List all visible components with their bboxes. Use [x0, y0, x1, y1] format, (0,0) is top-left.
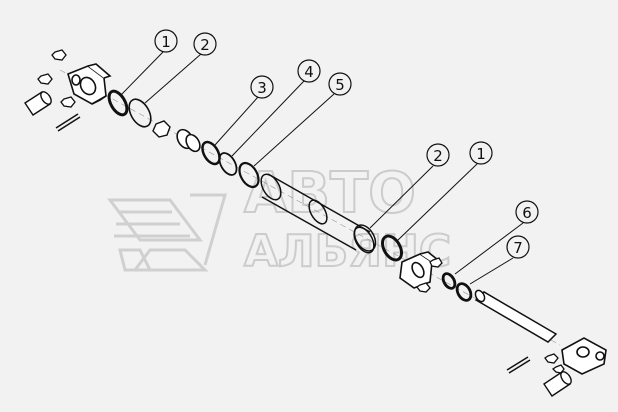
right-pin — [543, 371, 572, 397]
ring-5 — [238, 161, 260, 189]
bushing — [176, 128, 201, 153]
watermark-line1: АВТО — [244, 161, 416, 226]
left-pin — [24, 91, 52, 116]
ring-2-left — [128, 98, 152, 128]
ring-2-right — [353, 224, 377, 252]
ring-4 — [218, 152, 238, 176]
left-nuts — [37, 49, 76, 108]
svg-text:1: 1 — [161, 33, 171, 51]
svg-text:2: 2 — [200, 36, 210, 54]
right-nuts — [544, 353, 565, 374]
watermark-logo — [107, 193, 227, 272]
right-cotter-pin — [506, 356, 531, 374]
right-block-nuts — [416, 257, 443, 293]
callout-5: 5 — [328, 72, 352, 96]
svg-text:6: 6 — [522, 204, 532, 222]
callout-1-left: 1 — [154, 29, 178, 53]
callout-leaders — [119, 51, 524, 285]
o-ring-1-left — [107, 89, 129, 117]
piston-rod — [474, 289, 558, 343]
ring-3 — [201, 140, 221, 166]
callout-3: 3 — [250, 75, 274, 99]
center-nut — [152, 120, 171, 138]
svg-text:4: 4 — [304, 63, 314, 81]
svg-text:2: 2 — [433, 147, 443, 165]
svg-text:1: 1 — [476, 145, 486, 163]
o-ring-1-right — [381, 234, 403, 262]
right-clevis — [561, 337, 607, 375]
left-cotter-pin — [55, 113, 81, 132]
cylinder-tube — [260, 173, 375, 254]
callout-1-right: 1 — [469, 141, 493, 165]
ring-7 — [455, 282, 473, 302]
svg-text:7: 7 — [513, 239, 523, 257]
callout-6: 6 — [515, 200, 539, 224]
svg-text:5: 5 — [335, 76, 345, 94]
left-end-block — [67, 63, 112, 105]
callout-4: 4 — [297, 59, 321, 83]
callout-2-left: 2 — [193, 32, 217, 56]
ring-6 — [441, 272, 457, 290]
callout-2-right: 2 — [426, 143, 450, 167]
callout-7: 7 — [506, 235, 530, 259]
svg-text:3: 3 — [257, 79, 267, 97]
right-gland-block — [399, 251, 440, 289]
